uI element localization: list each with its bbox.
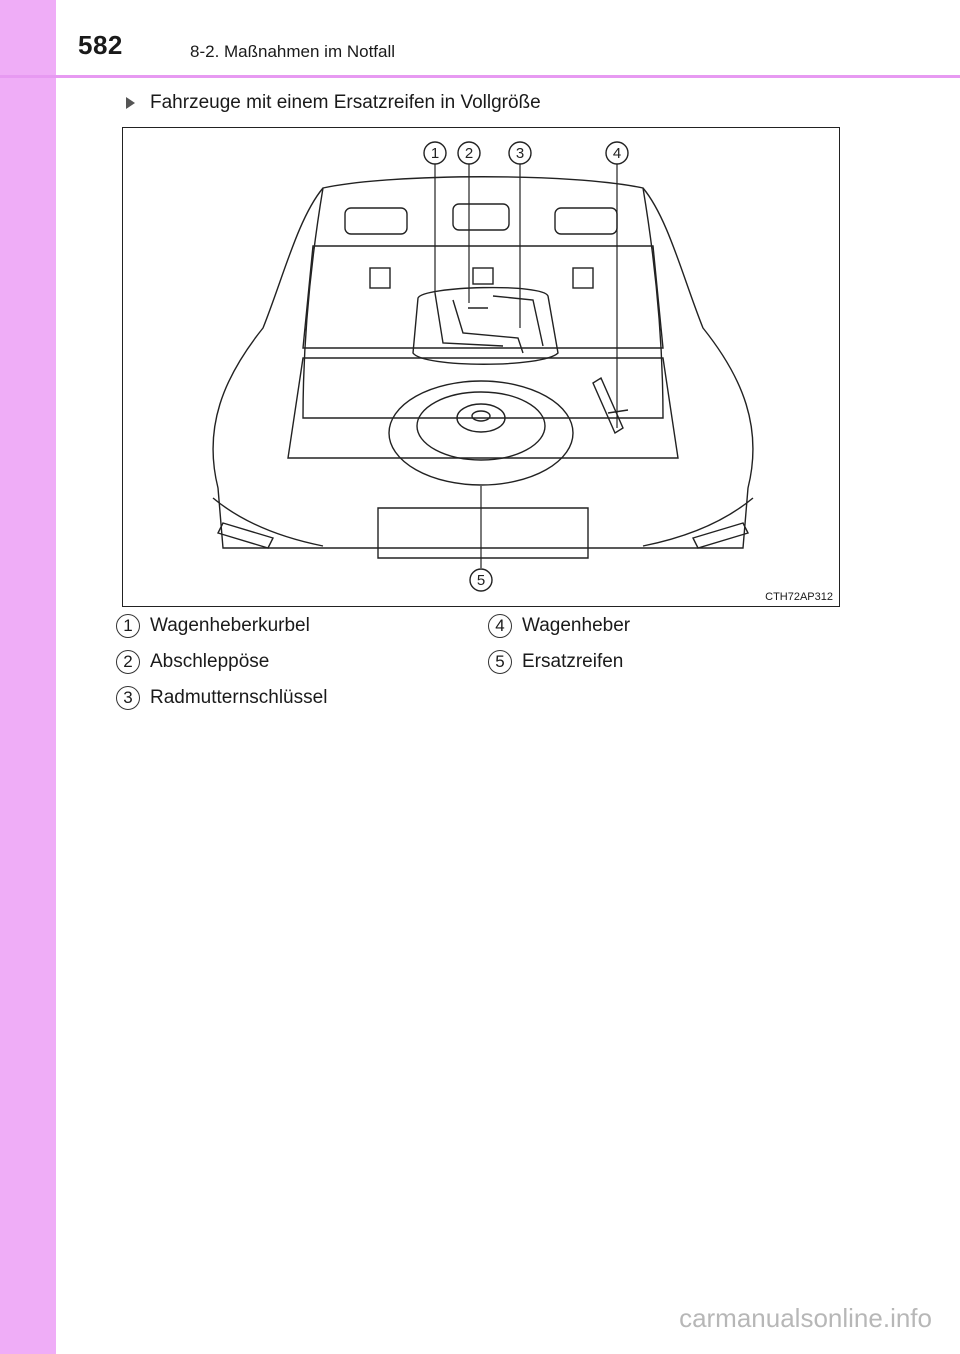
tools-in-tray <box>434 292 544 354</box>
legend-item: 5 Ersatzreifen <box>488 650 623 674</box>
tire-rim <box>416 391 546 461</box>
subsection-heading: Fahrzeuge mit einem Ersatzreifen in Voll… <box>126 92 541 114</box>
illustration-figure: 1 2 3 4 5 CTH72AP312 <box>122 127 840 607</box>
legend-item: 3 Radmutternschlüssel <box>116 686 327 710</box>
leader-lines <box>434 164 618 568</box>
headrest-right <box>554 207 618 235</box>
trunk-illustration: 1 2 3 4 5 <box>212 141 754 592</box>
hub-nut <box>471 410 491 422</box>
page-number: 582 <box>78 30 123 60</box>
seat-latch-right <box>572 267 594 289</box>
legend-number-badge: 1 <box>116 614 140 638</box>
license-plate-recess <box>377 507 589 559</box>
callout-4-label: 4 <box>613 145 621 162</box>
legend-label: Ersatzreifen <box>522 651 624 672</box>
legend-number-badge: 3 <box>116 686 140 710</box>
callout-2-circle <box>457 141 481 165</box>
callout-5-circle <box>469 568 493 592</box>
triangle-bullet-icon <box>126 97 135 109</box>
legend-item: 4 Wagenheber <box>488 614 630 638</box>
watermark: carmanualsonline.info <box>679 1303 932 1333</box>
legend-number-badge: 4 <box>488 614 512 638</box>
legend-label: Abschleppöse <box>150 651 270 672</box>
callout-3-circle <box>508 141 532 165</box>
callout-5-label: 5 <box>477 572 485 589</box>
legend-item: 1 Wagenheberkurbel <box>116 614 310 638</box>
figure-code: CTH72AP312 <box>765 591 833 603</box>
legend-label: Radmutternschlüssel <box>150 687 328 708</box>
car-body-outline <box>212 176 754 549</box>
callout-4-circle <box>605 141 629 165</box>
jack <box>592 376 629 435</box>
tail-light-left <box>217 522 274 549</box>
side-color-band <box>0 0 56 1354</box>
tool-tray <box>412 286 559 365</box>
legend-number-badge: 5 <box>488 650 512 674</box>
section-title: 8-2. Maßnahmen im Notfall <box>190 42 396 61</box>
headrest-center <box>452 203 510 231</box>
bumper-curves <box>212 497 754 547</box>
callout-1-circle <box>423 141 447 165</box>
callout-2-label: 2 <box>465 145 473 162</box>
headrest-left <box>344 207 408 235</box>
subsection-title: Fahrzeuge mit einem Ersatzreifen in Voll… <box>150 92 541 113</box>
tire-hub <box>456 403 506 433</box>
spare-tire <box>388 380 574 486</box>
legend-item: 2 Abschleppöse <box>116 650 269 674</box>
legend-label: Wagenheber <box>522 615 631 636</box>
header-rule <box>0 75 960 78</box>
legend-number-badge: 2 <box>116 650 140 674</box>
tail-light-right <box>692 522 749 549</box>
trunk-floor <box>287 357 679 459</box>
seat-back <box>302 245 664 349</box>
callout-3-label: 3 <box>516 145 524 162</box>
callout-1-label: 1 <box>431 145 439 162</box>
seat-latch-left <box>369 267 391 289</box>
seat-latch-center <box>472 267 494 285</box>
legend-label: Wagenheberkurbel <box>150 615 310 636</box>
trunk-opening <box>302 187 664 419</box>
